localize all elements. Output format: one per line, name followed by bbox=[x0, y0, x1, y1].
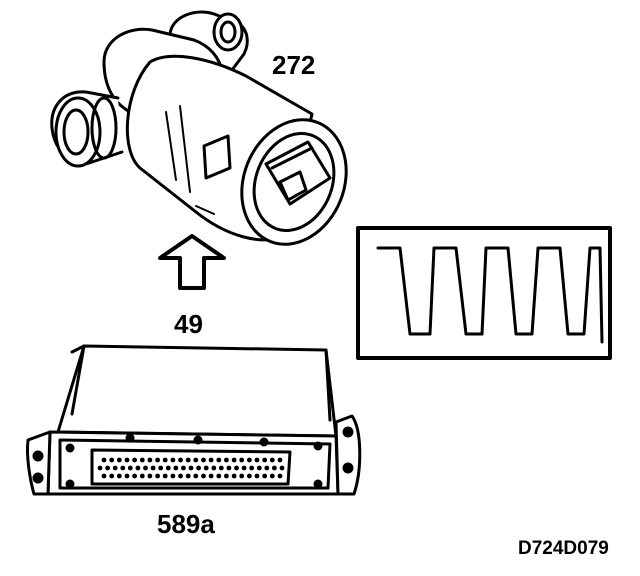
connector-pin bbox=[269, 457, 275, 463]
connector-pin bbox=[193, 457, 199, 463]
connector-pin bbox=[109, 473, 115, 479]
connector-pin bbox=[201, 457, 206, 463]
connector-pin bbox=[101, 473, 107, 479]
connector-pin bbox=[135, 465, 141, 471]
connector-pin bbox=[201, 473, 206, 479]
connector-pin bbox=[218, 465, 224, 471]
connector-pin bbox=[150, 465, 156, 471]
connector-pin bbox=[249, 465, 255, 471]
connector-pin bbox=[162, 457, 168, 463]
connector-pin bbox=[155, 457, 161, 463]
connector-pin bbox=[170, 473, 176, 479]
idle-valve-drawing bbox=[50, 10, 348, 246]
connector-pin bbox=[272, 465, 277, 471]
connector-pin bbox=[256, 465, 262, 471]
connector-pin bbox=[105, 465, 110, 471]
connector-pin bbox=[231, 457, 237, 463]
connector-pin bbox=[231, 473, 237, 479]
valve-label: 272 bbox=[272, 50, 316, 80]
connector-pin bbox=[101, 457, 107, 463]
connector-pin bbox=[97, 465, 103, 471]
connector-pin bbox=[234, 465, 239, 471]
connector-pin bbox=[139, 457, 145, 463]
control-unit-drawing bbox=[26, 344, 362, 496]
connector-pin bbox=[124, 457, 130, 463]
connector-pin bbox=[239, 457, 245, 463]
connector-pin bbox=[264, 465, 270, 471]
connector-pin bbox=[193, 473, 199, 479]
connector-pin bbox=[124, 473, 130, 479]
connector-pin bbox=[127, 465, 133, 471]
connector-pin bbox=[241, 465, 247, 471]
connector-pin bbox=[226, 465, 232, 471]
connector-pin bbox=[120, 465, 126, 471]
signal-waveform-box bbox=[356, 226, 612, 360]
drawing-code: D724D079 bbox=[518, 538, 609, 559]
connector-pin bbox=[216, 473, 222, 479]
connector-pin bbox=[254, 473, 260, 479]
connector-pin bbox=[224, 457, 229, 463]
connector-pin bbox=[178, 457, 183, 463]
connector-pin bbox=[181, 465, 186, 471]
connector-pin bbox=[239, 473, 245, 479]
connector-pin bbox=[178, 473, 183, 479]
connector-pin bbox=[185, 457, 191, 463]
connector-pin bbox=[109, 457, 115, 463]
connector-pin bbox=[132, 457, 138, 463]
wire-label: 49 bbox=[174, 309, 203, 339]
connector-pin bbox=[165, 465, 171, 471]
connector-pin bbox=[147, 473, 153, 479]
connector-pin bbox=[208, 473, 214, 479]
control-unit-label: 589a bbox=[157, 509, 215, 539]
connector-pin bbox=[216, 457, 222, 463]
connector-pin bbox=[170, 457, 176, 463]
connector-pin bbox=[143, 465, 148, 471]
connector-pin bbox=[132, 473, 138, 479]
connector-pin bbox=[262, 473, 268, 479]
connector-pin bbox=[269, 473, 275, 479]
connector-pin bbox=[262, 457, 268, 463]
square-wave-trace bbox=[376, 246, 604, 344]
connector-pin bbox=[162, 473, 168, 479]
connector-pin bbox=[224, 473, 229, 479]
connector-pin bbox=[116, 473, 122, 479]
connector-pin bbox=[247, 457, 252, 463]
connector-pin bbox=[188, 465, 194, 471]
connector-pin bbox=[147, 457, 153, 463]
connector-pins bbox=[97, 457, 285, 479]
up-arrow-icon bbox=[158, 234, 226, 290]
connector-pin bbox=[116, 457, 122, 463]
connector-pin bbox=[277, 457, 283, 463]
connector-pin bbox=[112, 465, 118, 471]
connector-pin bbox=[247, 473, 252, 479]
connector-pin bbox=[185, 473, 191, 479]
connector-pin bbox=[173, 465, 179, 471]
connector-pin bbox=[279, 465, 285, 471]
connector-pin bbox=[158, 465, 164, 471]
connector-pin bbox=[208, 457, 214, 463]
connector-pin bbox=[254, 457, 260, 463]
connector-pin bbox=[203, 465, 209, 471]
connector-pin bbox=[196, 465, 202, 471]
connector-pin bbox=[139, 473, 145, 479]
connector-pin bbox=[155, 473, 161, 479]
connector-pin bbox=[211, 465, 217, 471]
connector-pin bbox=[277, 473, 283, 479]
